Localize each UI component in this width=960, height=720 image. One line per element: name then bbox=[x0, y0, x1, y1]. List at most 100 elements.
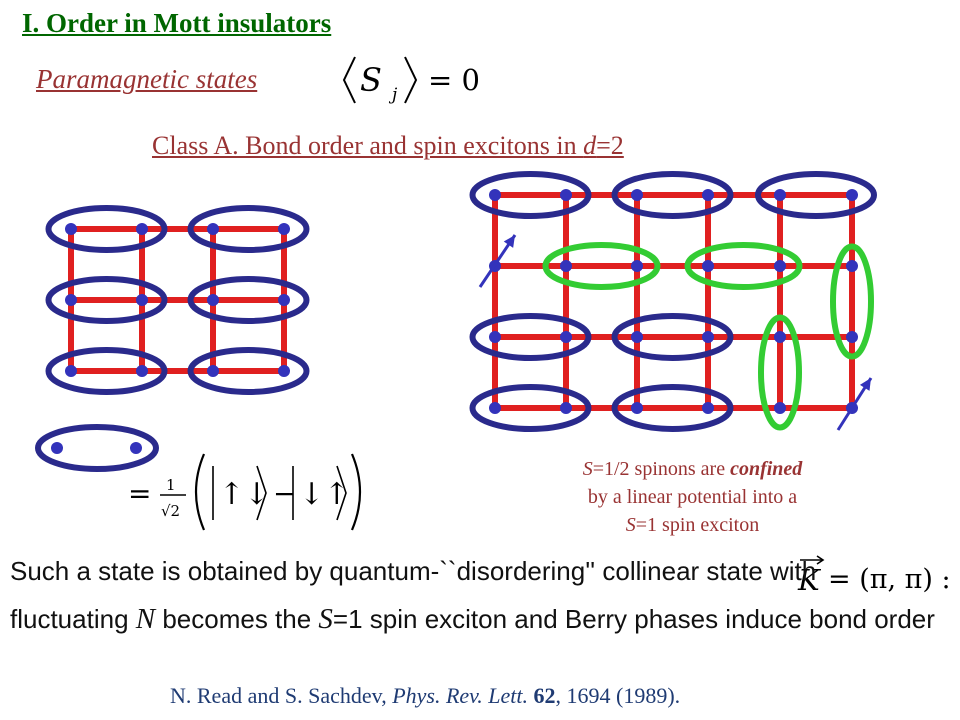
dimer-ellipse bbox=[611, 171, 734, 219]
ket-bracket bbox=[336, 465, 347, 521]
shifted-dimer-ellipse bbox=[684, 242, 803, 290]
lattice-site bbox=[631, 402, 643, 414]
lattice-site bbox=[136, 223, 148, 235]
citation: N. Read and S. Sachdev, Phys. Rev. Lett.… bbox=[170, 683, 680, 709]
lattice-site bbox=[278, 294, 290, 306]
lattice-site bbox=[489, 402, 501, 414]
citation-authors: N. Read and S. Sachdev, bbox=[170, 683, 393, 708]
formula-subscript: j bbox=[388, 85, 398, 105]
dimer-ellipse bbox=[611, 384, 734, 432]
statement-part: =1 spin exciton and Berry phases induce … bbox=[332, 604, 935, 634]
dimer-ellipse bbox=[45, 205, 168, 253]
singlet-equals: = bbox=[128, 477, 151, 510]
lattice-site bbox=[136, 294, 148, 306]
lattice-site bbox=[207, 294, 219, 306]
lattice-site bbox=[65, 223, 77, 235]
dimer-ellipse bbox=[45, 347, 168, 395]
lattice-site bbox=[631, 189, 643, 201]
formula-rhs: = 0 bbox=[428, 63, 480, 97]
page-title: I. Order in Mott insulators bbox=[22, 8, 332, 38]
lattice-site bbox=[489, 331, 501, 343]
lattice-site bbox=[774, 260, 786, 272]
citation-pages-year: , 1694 (1989). bbox=[555, 683, 681, 708]
left-lattice bbox=[45, 205, 310, 395]
lattice-site bbox=[846, 260, 858, 272]
statement-part: fluctuating bbox=[10, 604, 136, 634]
class-heading-prefix: Class A. Bond order and spin excitons in bbox=[152, 131, 584, 160]
dimer-ellipse bbox=[469, 384, 592, 432]
lattice-site bbox=[774, 331, 786, 343]
dimer-ellipse bbox=[187, 347, 310, 395]
lattice-site bbox=[631, 260, 643, 272]
lattice-site bbox=[560, 260, 572, 272]
shifted-dimer-ellipse bbox=[758, 314, 802, 431]
formula-symbol: S bbox=[360, 61, 382, 99]
statement-line-2: fluctuating N becomes the S=1 spin excit… bbox=[10, 603, 935, 636]
spinon-arrow-head bbox=[503, 235, 515, 248]
s-symbol: S bbox=[318, 603, 333, 635]
lattice-site bbox=[702, 331, 714, 343]
spinon-caption: S=1/2 spinons are confined by a linear p… bbox=[520, 455, 865, 539]
paramagnetic-label: Paramagnetic states bbox=[36, 64, 258, 94]
citation-journal: Phys. Rev. Lett. bbox=[392, 683, 529, 708]
statement-part: becomes the bbox=[155, 604, 319, 634]
lattice-site bbox=[702, 189, 714, 201]
lattice-site bbox=[774, 189, 786, 201]
class-heading-suffix: =2 bbox=[596, 131, 624, 160]
dimer-ellipse bbox=[611, 313, 734, 361]
lattice-site bbox=[278, 365, 290, 377]
k-symbol: K bbox=[797, 563, 822, 597]
n-symbol: N bbox=[135, 603, 156, 635]
singlet-site bbox=[130, 442, 142, 454]
lattice-site bbox=[560, 189, 572, 201]
class-heading: Class A. Bond order and spin excitons in… bbox=[152, 131, 624, 161]
confined-text: confined bbox=[730, 458, 803, 480]
lattice-site bbox=[702, 260, 714, 272]
spin-exciton-text: =1 spin exciton bbox=[635, 514, 760, 536]
dimer-ellipse bbox=[469, 171, 592, 219]
expectation-formula: S j = 0 bbox=[342, 56, 480, 105]
class-heading-var: d bbox=[583, 131, 597, 160]
k-vector-formula: K = (π, π) : bbox=[797, 555, 951, 597]
singlet-formula: = 1 √2 ↑↓ − ↓↑ bbox=[128, 453, 362, 531]
shifted-dimer-ellipse bbox=[542, 242, 661, 290]
lattice-site bbox=[774, 402, 786, 414]
singlet-numerator: 1 bbox=[166, 476, 176, 494]
lattice-site bbox=[702, 402, 714, 414]
lattice-site bbox=[846, 189, 858, 201]
spin-symbol: S bbox=[582, 458, 593, 480]
vector-arrow-head bbox=[816, 555, 825, 565]
right-lattice bbox=[469, 171, 877, 432]
spinon-caption-line2: by a linear potential into a bbox=[587, 486, 798, 508]
left-paren bbox=[194, 453, 206, 531]
dimer-ellipse bbox=[755, 171, 877, 219]
dimer-ellipse bbox=[187, 205, 310, 253]
ket-bracket bbox=[256, 465, 267, 521]
lattice-site bbox=[560, 331, 572, 343]
singlet-site bbox=[51, 442, 63, 454]
lattice-site bbox=[207, 365, 219, 377]
shifted-dimer-ellipse bbox=[830, 243, 874, 360]
lattice-site bbox=[631, 331, 643, 343]
lattice-site bbox=[65, 294, 77, 306]
lattice-site bbox=[846, 331, 858, 343]
lattice-site bbox=[207, 223, 219, 235]
dimer-ellipse bbox=[469, 313, 592, 361]
lattice-site bbox=[489, 189, 501, 201]
spin-symbol: S bbox=[625, 514, 636, 536]
right-paren bbox=[350, 453, 362, 531]
lattice-site bbox=[560, 402, 572, 414]
lattice-site bbox=[65, 365, 77, 377]
left-angle-bracket bbox=[342, 56, 356, 104]
k-value: = (π, π) : bbox=[828, 564, 951, 595]
spinon-text: =1/2 spinons are bbox=[592, 458, 731, 480]
citation-volume: 62 bbox=[533, 683, 556, 708]
singlet-denominator: √2 bbox=[161, 502, 180, 520]
lattice-site bbox=[278, 223, 290, 235]
spinon-caption-line3: S=1 spin exciton bbox=[520, 511, 865, 539]
singlet-legend bbox=[35, 424, 159, 472]
dimer-ellipse bbox=[187, 276, 310, 324]
lattice-site bbox=[136, 365, 148, 377]
singlet-minus: − bbox=[273, 477, 296, 510]
